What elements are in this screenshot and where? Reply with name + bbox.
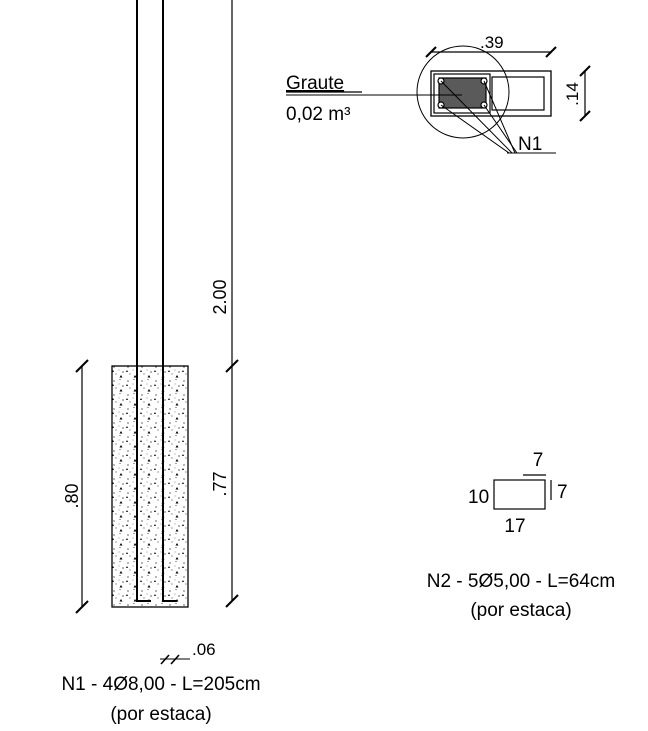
dimension-039 [425, 46, 557, 58]
n1-tag: N1 [518, 134, 542, 155]
stirrup-bottom-label: 17 [504, 516, 525, 537]
stirrup-right-label: 7 [557, 482, 568, 503]
n2-subtitle: (por estaca) [470, 600, 571, 621]
graute-label: Graute [286, 73, 344, 94]
n1-subtitle: (por estaca) [110, 704, 211, 725]
dim-014-label: .14 [563, 82, 582, 106]
cross-section [286, 45, 556, 154]
dimension-200-077 [225, 0, 239, 608]
pile-section [111, 365, 189, 608]
dimension-080 [75, 359, 89, 614]
dimension-006 [160, 654, 190, 665]
stirrup-left-label: 10 [468, 487, 489, 508]
graute-volume: 0,02 m³ [286, 104, 350, 125]
n1-title: N1 - 4Ø8,00 - L=205cm [61, 674, 260, 695]
stirrup-top-label: 7 [533, 450, 544, 471]
n2-title: N2 - 5Ø5,00 - L=64cm [427, 571, 616, 592]
dim-006-label: .06 [192, 640, 216, 659]
dim-200-label: 2.00 [210, 279, 230, 314]
dimension-014 [579, 65, 591, 122]
stirrup-n2 [493, 474, 552, 510]
dim-077-label: .77 [210, 471, 230, 496]
dim-039-label: .39 [480, 33, 504, 52]
dim-080-label: .80 [62, 483, 82, 508]
